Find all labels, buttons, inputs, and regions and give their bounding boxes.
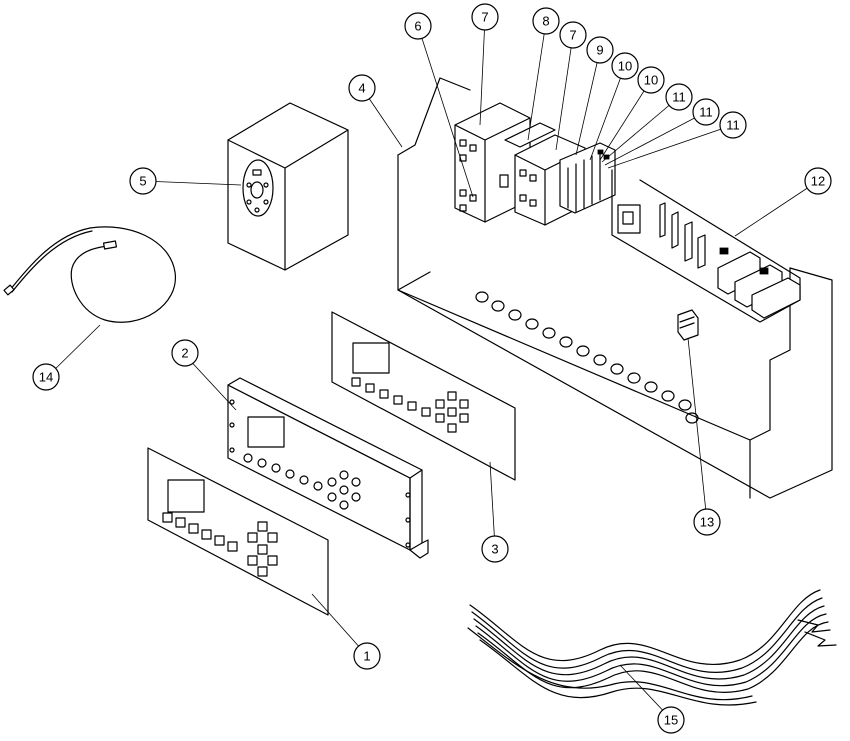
callout-label: 11 xyxy=(672,90,686,105)
panel-1-buttons xyxy=(162,512,278,577)
callout-10b: 10 xyxy=(637,66,665,94)
callout-label: 10 xyxy=(644,73,658,88)
callout-15: 15 xyxy=(657,706,685,734)
connector xyxy=(677,309,699,341)
callout-11a: 11 xyxy=(665,83,693,111)
display-bracket xyxy=(227,377,429,559)
callout-label: 10 xyxy=(618,59,632,74)
callout-label: 11 xyxy=(699,105,713,120)
callout-13: 13 xyxy=(693,508,721,536)
enclosure-holes xyxy=(475,291,699,424)
leader-lines xyxy=(47,17,819,720)
callout-2: 2 xyxy=(171,339,199,367)
panel-2-holes xyxy=(229,399,411,548)
callout-11b: 11 xyxy=(692,98,720,126)
sensor-probe-cable xyxy=(3,226,176,323)
callout-8: 8 xyxy=(532,7,560,35)
wire-harness xyxy=(467,589,837,706)
callout-label: 2 xyxy=(181,346,188,361)
callout-label: 1 xyxy=(363,649,370,664)
callout-label: 15 xyxy=(664,713,678,728)
callout-11c: 11 xyxy=(719,111,747,139)
callout-label: 12 xyxy=(811,174,825,189)
callout-6: 6 xyxy=(404,12,432,40)
transformer-box xyxy=(227,102,349,271)
callout-9: 9 xyxy=(586,36,614,64)
callout-label: 14 xyxy=(39,370,53,385)
front-overlay xyxy=(147,447,329,616)
callout-4: 4 xyxy=(348,74,376,102)
callout-label: 11 xyxy=(726,118,740,133)
callout-label: 8 xyxy=(542,14,549,29)
callout-5: 5 xyxy=(129,167,157,195)
callout-label: 6 xyxy=(414,19,421,34)
callout-label: 7 xyxy=(481,10,488,25)
panel-3-buttons xyxy=(351,377,469,433)
callout-12: 12 xyxy=(804,167,832,195)
callout-7a: 7 xyxy=(471,3,499,31)
control-box-enclosure xyxy=(397,77,833,499)
callout-label: 3 xyxy=(491,542,498,557)
callout-10a: 10 xyxy=(611,52,639,80)
callout-14: 14 xyxy=(32,363,60,391)
callout-label: 5 xyxy=(139,174,146,189)
display-panel-rear xyxy=(331,311,516,481)
callout-label: 13 xyxy=(700,515,714,530)
callout-label: 4 xyxy=(358,81,365,96)
callout-label: 9 xyxy=(596,43,603,58)
callout-3: 3 xyxy=(481,535,509,563)
callout-label: 7 xyxy=(569,28,576,43)
circuit-board xyxy=(611,169,801,323)
callout-7b: 7 xyxy=(559,21,587,49)
callout-1: 1 xyxy=(353,642,381,670)
